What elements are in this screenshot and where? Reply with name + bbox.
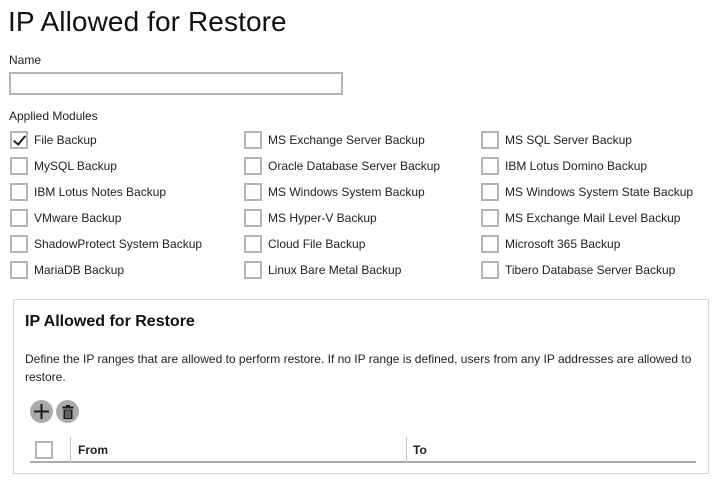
checkbox[interactable] bbox=[10, 235, 28, 253]
module-label: VMware Backup bbox=[34, 211, 122, 225]
checkbox[interactable] bbox=[481, 209, 499, 227]
module-label: Linux Bare Metal Backup bbox=[268, 263, 402, 277]
module-label: Microsoft 365 Backup bbox=[505, 237, 621, 251]
module-option[interactable]: MS Exchange Server Backup bbox=[244, 131, 425, 149]
module-option[interactable]: ShadowProtect System Backup bbox=[10, 235, 202, 253]
ip-table-header: From To bbox=[30, 437, 696, 463]
module-label: File Backup bbox=[34, 133, 97, 147]
module-label: MS Hyper-V Backup bbox=[268, 211, 377, 225]
trash-icon bbox=[62, 404, 73, 419]
module-option[interactable]: IBM Lotus Domino Backup bbox=[481, 157, 647, 175]
checkbox[interactable] bbox=[481, 261, 499, 279]
checkbox[interactable] bbox=[10, 209, 28, 227]
applied-modules-label: Applied Modules bbox=[9, 109, 98, 123]
module-label: IBM Lotus Domino Backup bbox=[505, 159, 648, 173]
checkbox[interactable] bbox=[244, 209, 262, 227]
module-label: Tibero Database Server Backup bbox=[505, 263, 676, 277]
module-label: Oracle Database Server Backup bbox=[268, 159, 441, 173]
add-ip-range-button[interactable] bbox=[30, 400, 53, 423]
column-divider[interactable] bbox=[406, 437, 407, 463]
name-label: Name bbox=[9, 53, 42, 67]
module-label: MySQL Backup bbox=[34, 159, 117, 173]
checkbox[interactable] bbox=[481, 157, 499, 175]
module-option[interactable]: MySQL Backup bbox=[10, 157, 117, 175]
checkbox[interactable] bbox=[10, 183, 28, 201]
checkbox[interactable] bbox=[244, 261, 262, 279]
panel-title: IP Allowed for Restore bbox=[25, 313, 195, 330]
column-divider[interactable] bbox=[70, 437, 71, 463]
module-label: MS Windows System Backup bbox=[268, 185, 425, 199]
module-option[interactable]: Oracle Database Server Backup bbox=[244, 157, 440, 175]
module-label: MS Exchange Mail Level Backup bbox=[505, 211, 681, 225]
checkbox[interactable] bbox=[10, 261, 28, 279]
page-title: IP Allowed for Restore bbox=[8, 6, 287, 37]
module-label: MS Exchange Server Backup bbox=[268, 133, 425, 147]
module-option[interactable]: Microsoft 365 Backup bbox=[481, 235, 620, 253]
module-option[interactable]: MS Windows System State Backup bbox=[481, 183, 693, 201]
checkbox[interactable] bbox=[244, 131, 262, 149]
module-option[interactable]: MS Exchange Mail Level Backup bbox=[481, 209, 680, 227]
panel-description: Define the IP ranges that are allowed to… bbox=[25, 352, 692, 384]
module-option[interactable]: MS SQL Server Backup bbox=[481, 131, 632, 149]
module-option[interactable]: Cloud File Backup bbox=[244, 235, 365, 253]
module-label: IBM Lotus Notes Backup bbox=[34, 185, 167, 199]
checkbox[interactable] bbox=[481, 131, 499, 149]
module-label: MariaDB Backup bbox=[34, 263, 125, 277]
module-option[interactable]: File Backup bbox=[10, 131, 97, 149]
checkbox-checked[interactable] bbox=[10, 131, 28, 149]
module-option[interactable]: MS Hyper-V Backup bbox=[244, 209, 377, 227]
module-label: MS SQL Server Backup bbox=[505, 133, 632, 147]
module-option[interactable]: IBM Lotus Notes Backup bbox=[10, 183, 166, 201]
module-option[interactable]: Linux Bare Metal Backup bbox=[244, 261, 401, 279]
checkbox[interactable] bbox=[244, 235, 262, 253]
module-label: MS Windows System State Backup bbox=[505, 185, 694, 199]
checkbox[interactable] bbox=[10, 157, 28, 175]
module-option[interactable]: MariaDB Backup bbox=[10, 261, 124, 279]
checkbox[interactable] bbox=[481, 235, 499, 253]
select-all-checkbox[interactable] bbox=[35, 441, 53, 459]
name-input[interactable] bbox=[9, 72, 343, 95]
module-option[interactable]: Tibero Database Server Backup bbox=[481, 261, 675, 279]
module-label: Cloud File Backup bbox=[268, 237, 366, 251]
delete-ip-range-button[interactable] bbox=[56, 400, 79, 423]
checkbox[interactable] bbox=[481, 183, 499, 201]
checkbox[interactable] bbox=[244, 157, 262, 175]
module-label: ShadowProtect System Backup bbox=[34, 237, 203, 251]
checkbox[interactable] bbox=[244, 183, 262, 201]
ip-allowed-panel: IP Allowed for Restore Define the IP ran… bbox=[13, 299, 709, 474]
module-option[interactable]: VMware Backup bbox=[10, 209, 121, 227]
column-header-to[interactable]: To bbox=[413, 443, 427, 457]
column-header-from[interactable]: From bbox=[78, 443, 108, 457]
plus-icon bbox=[34, 404, 49, 419]
module-option[interactable]: MS Windows System Backup bbox=[244, 183, 425, 201]
